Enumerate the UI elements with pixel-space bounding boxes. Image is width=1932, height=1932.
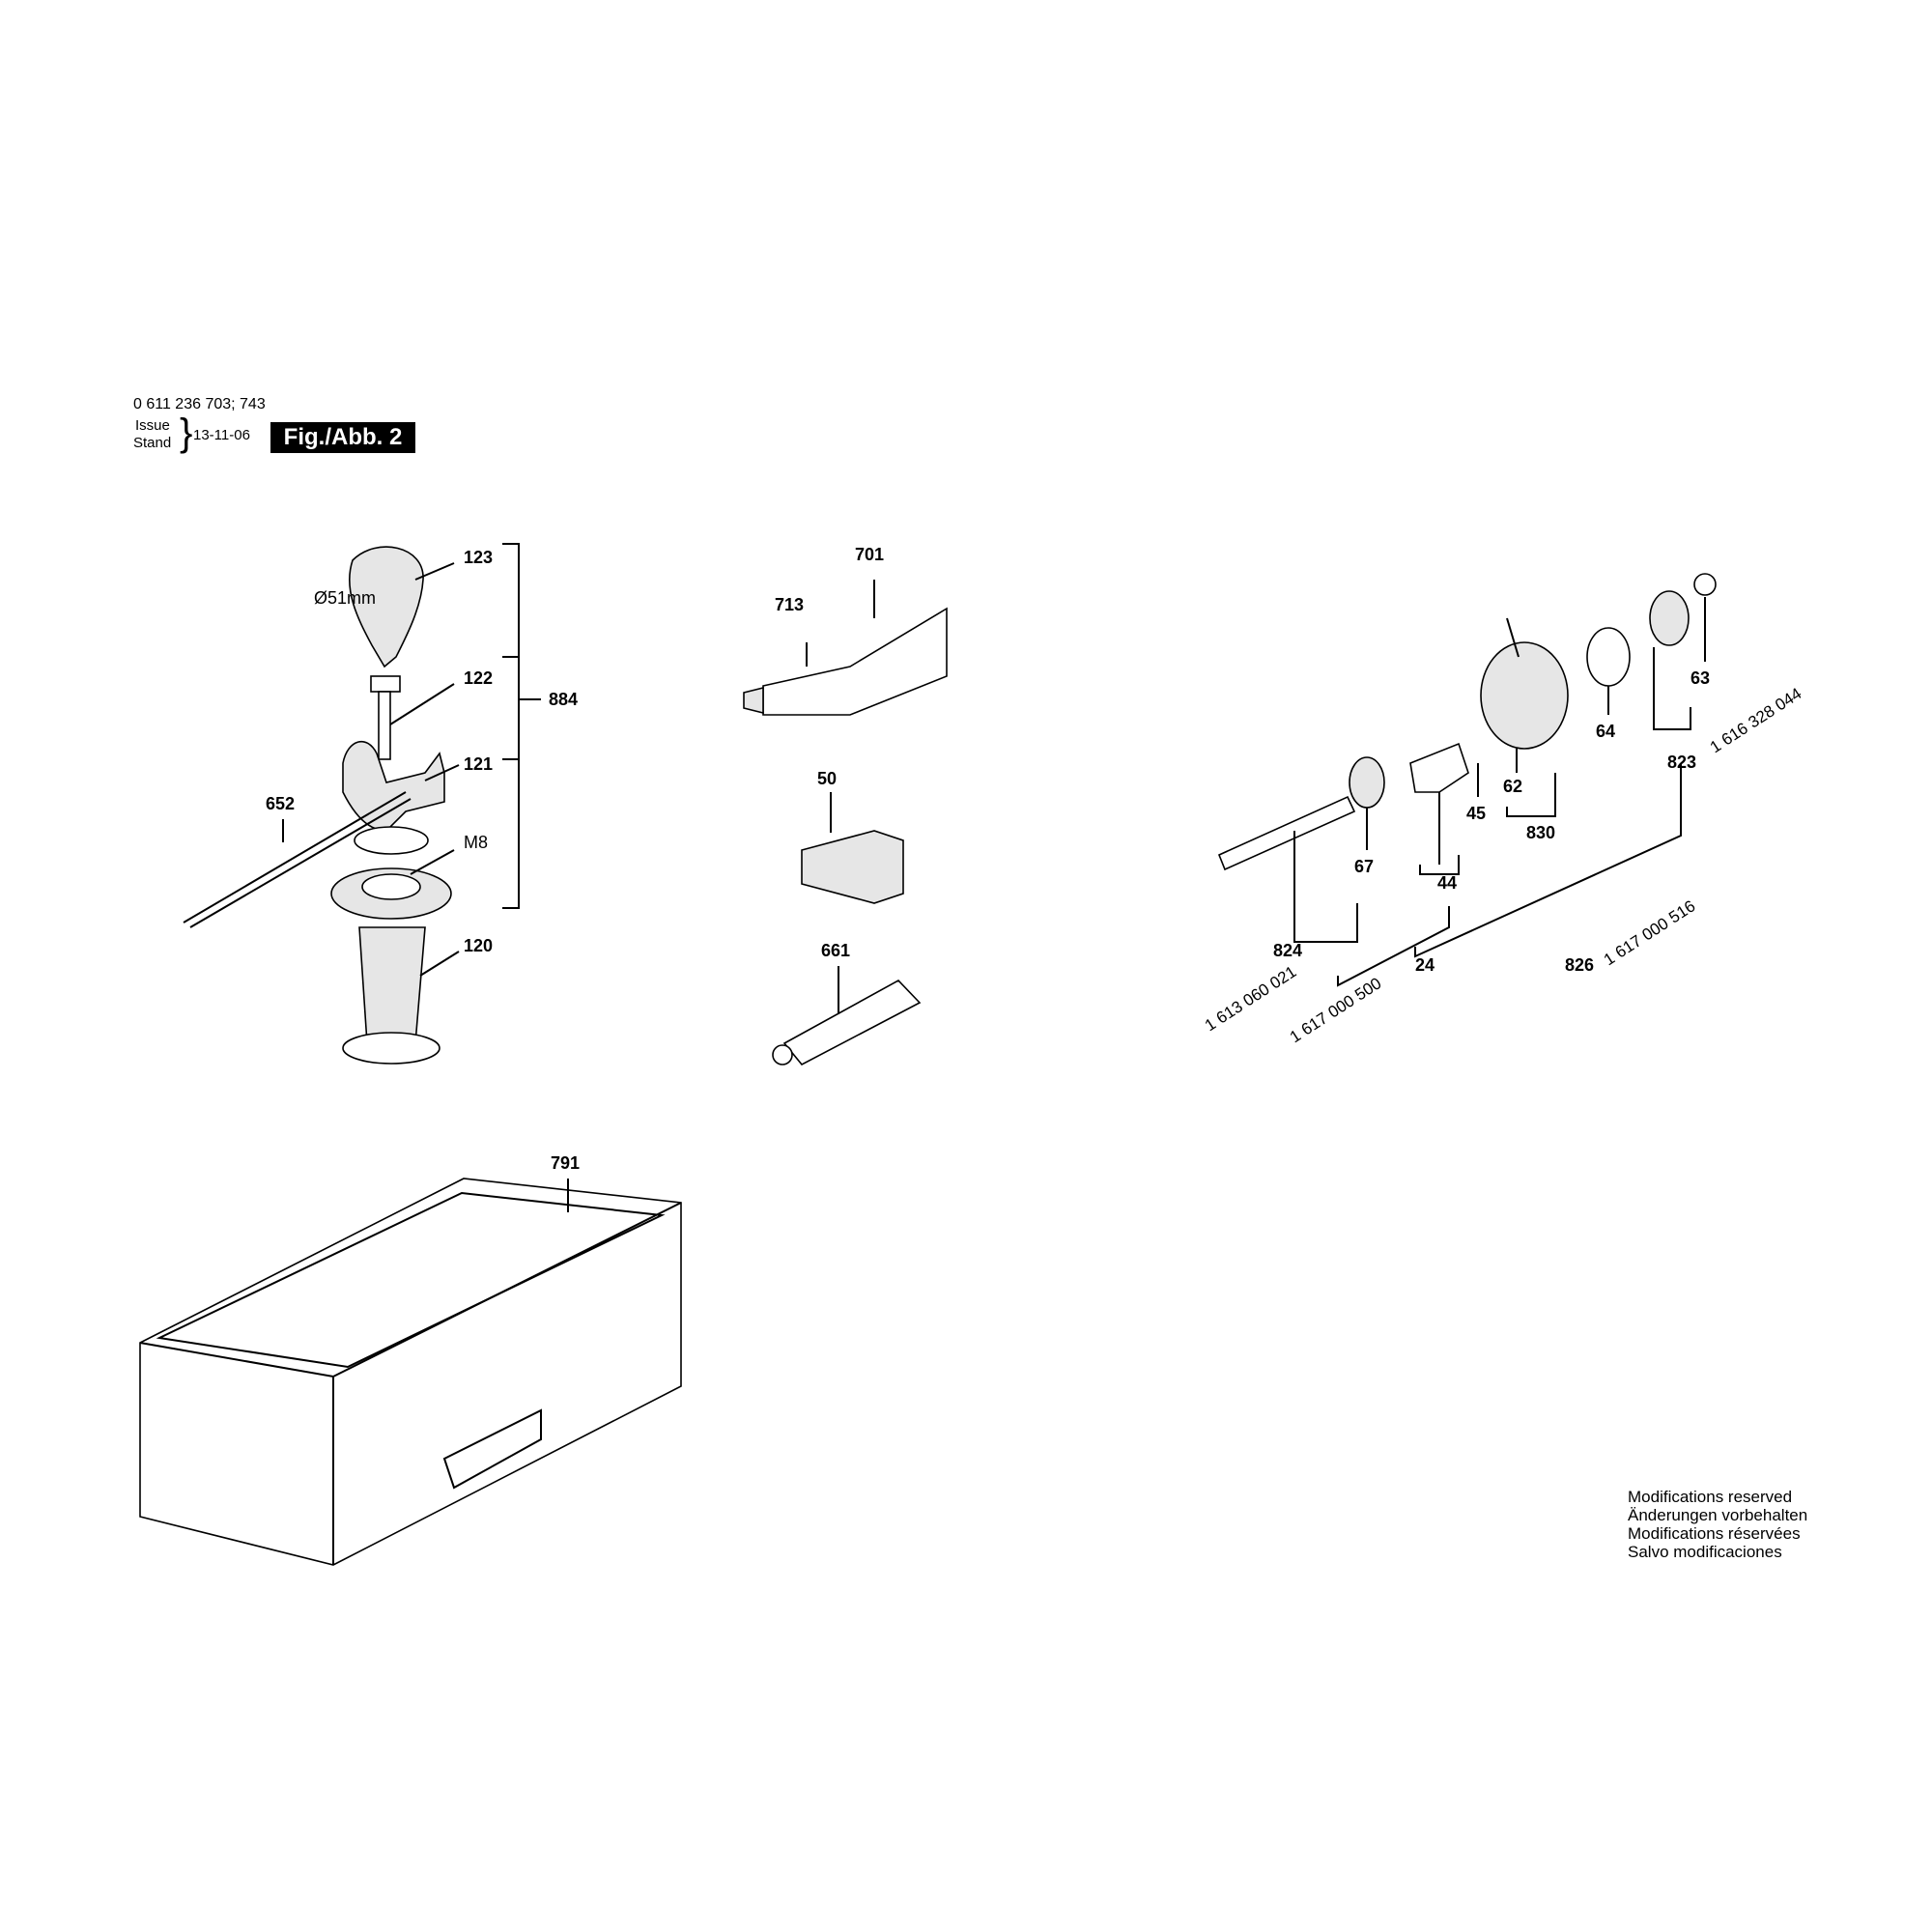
label-m8: M8 [464,833,488,852]
stand-label: Stand [133,435,172,451]
label-120: 120 [464,936,493,955]
handle-grip [358,926,426,1044]
label-50: 50 [817,769,837,788]
label-63: 63 [1690,668,1710,688]
part-number-1613060021: 1 613 060 021 [1202,962,1300,1035]
label-823: 823 [1667,753,1696,772]
modifications-fr: Modifications réservées [1628,1524,1801,1543]
bracket-830 [1506,773,1556,817]
handle-end [342,1032,440,1065]
case-handle [442,1408,542,1490]
model-numbers: 0 611 236 703; 743 [133,396,266,412]
part-number-1617000500: 1 617 000 500 [1287,974,1385,1046]
case-lid-recess [156,1191,666,1369]
side-handle-group [183,543,541,1065]
part-number-1617000516: 1 617 000 516 [1601,896,1699,969]
case-body [139,1178,682,1566]
bolt-shank [378,691,391,760]
grease-tube-cap [772,1044,793,1065]
modifications-de: Änderungen vorbehalten [1628,1506,1808,1524]
bracket-823 [1653,647,1691,730]
label-830: 830 [1526,823,1555,842]
brace-symbol: } [180,412,193,454]
figure-label: Fig./Abb. 2 [270,422,415,453]
label-122: 122 [464,668,493,688]
label-45: 45 [1466,804,1486,823]
issue-label: Issue [135,417,170,434]
label-44: 44 [1437,873,1457,893]
clutch-pin [1506,617,1520,658]
modifications-es: Salvo modificaciones [1628,1543,1782,1561]
sleeve-64 [1586,627,1631,687]
label-713: 713 [775,595,804,614]
chuck-713-tip [743,686,764,715]
chuck-50 [801,830,904,904]
depth-rod-edge [189,798,412,928]
clutch-62 [1480,641,1569,750]
date: 13-11-06 [193,427,250,443]
label-64: 64 [1596,722,1615,741]
leader-m8 [410,849,455,875]
bush-63 [1693,573,1717,596]
label-791: 791 [551,1153,580,1173]
gear-train-group [1217,573,1717,987]
case-group [139,1178,682,1566]
clamp-121 [342,740,445,832]
leader-121 [424,764,460,781]
label-826: 826 [1565,955,1594,975]
label-701: 701 [855,545,884,564]
bracket-44 [1419,855,1460,875]
guard-disk-center [361,873,421,900]
bracket-824 [1293,903,1358,943]
label-652: 652 [266,794,295,813]
depth-gauge-cap [349,546,424,668]
part-number-1616328044: 1 616 328 044 [1707,684,1805,756]
depth-rod [183,791,407,923]
label-67: 67 [1354,857,1374,876]
bolt-head [370,675,401,693]
chuck-group [743,580,948,1066]
grease-tube [782,980,922,1066]
shaft-824 [1217,795,1356,871]
collar [354,826,429,855]
bracket-826 [1414,763,1682,958]
leader-123 [414,562,455,581]
label-24: 24 [1415,955,1435,975]
leader-122 [389,683,455,725]
label-661: 661 [821,941,850,960]
chuck-701-body [762,607,948,716]
label-diameter: Ø51mm [314,588,376,608]
bracket-24 [1337,906,1450,987]
bracket-884 [502,543,520,909]
label-824: 824 [1273,941,1302,960]
label-123: 123 [464,548,493,567]
label-121: 121 [464,754,493,774]
bearing-67 [1349,756,1385,809]
label-62: 62 [1503,777,1522,796]
modifications-notice: Modifications reserved Änderungen vorbeh… [1628,1488,1807,1561]
label-884: 884 [549,690,578,709]
modifications-en: Modifications reserved [1628,1488,1793,1506]
shift-fork-44 [1409,742,1469,793]
gear-63 [1649,590,1690,646]
leader-120 [419,951,460,977]
